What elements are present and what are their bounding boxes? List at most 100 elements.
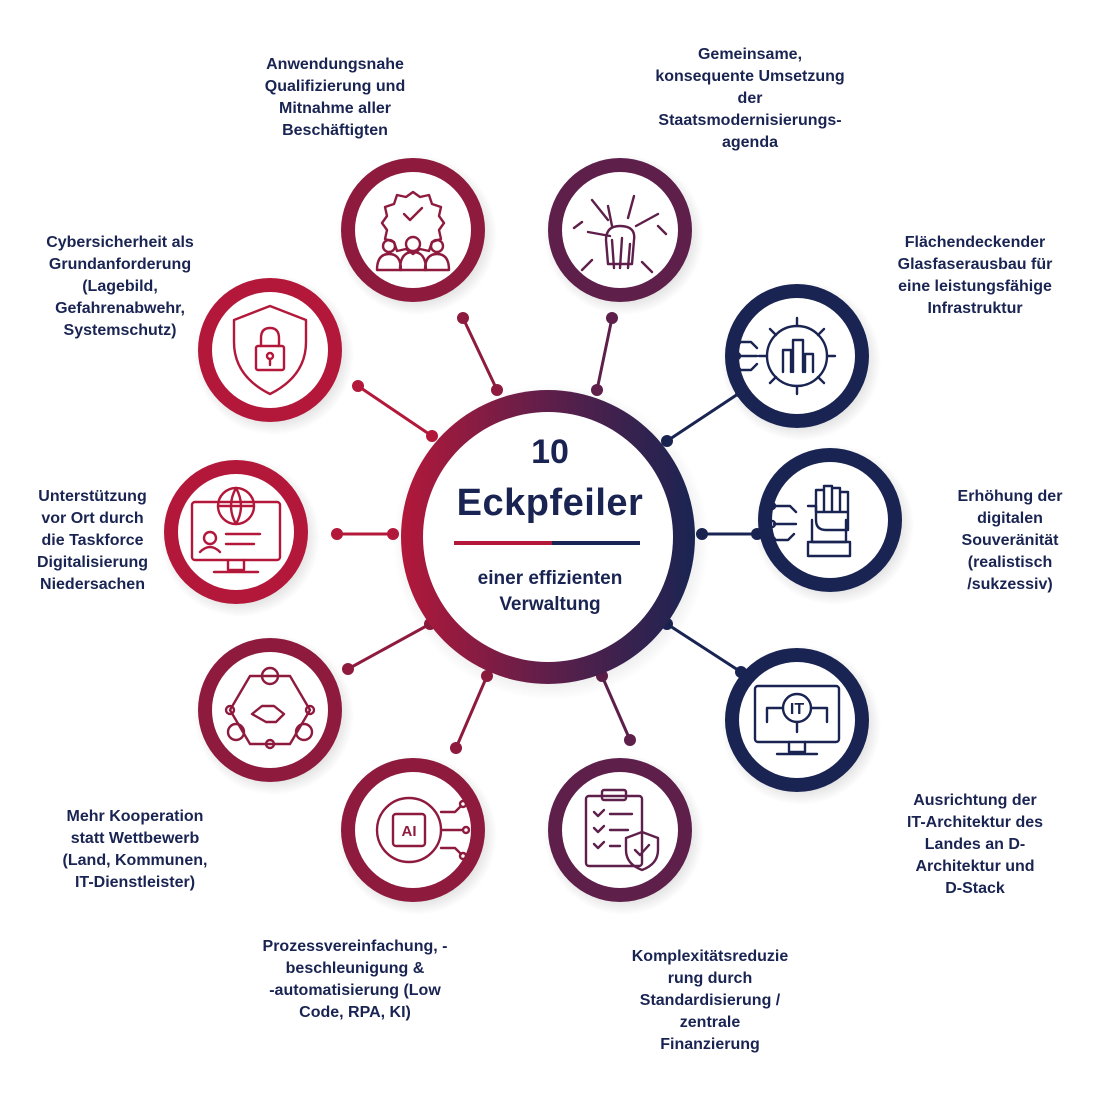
connector-dot xyxy=(352,380,364,392)
shield-lock-icon xyxy=(232,304,308,396)
pillar-label-line: eine leistungsfähige xyxy=(898,278,1052,295)
pillar-circle-souveraenitaet xyxy=(754,445,914,605)
connector-dot xyxy=(450,742,462,754)
connector-line xyxy=(666,390,742,443)
pillar-label-kooperation: Mehr Kooperation statt Wettbewerb (Land, K… xyxy=(40,806,230,894)
pillar-label-line: Souveränität xyxy=(961,532,1059,549)
pillar-label-line: Cybersicherheit als xyxy=(46,234,194,251)
pillar-label-line: konsequente Umsetzung xyxy=(655,68,845,85)
connector-dot xyxy=(331,528,343,540)
raised-fist-icon xyxy=(767,484,852,558)
center-subtitle: einer effizienten Verwaltung xyxy=(440,566,660,618)
pillar-label-line: Mehr Kooperation xyxy=(66,808,204,825)
pillar-circle-komplexitaet xyxy=(544,755,704,915)
pillar-label-line: Anwendungsnahe xyxy=(266,56,404,73)
pillar-label-line: digitalen xyxy=(977,510,1043,527)
pillar-circle-staatsmodernisierung xyxy=(544,155,704,315)
pillar-label-line: Prozessvereinfachung, - xyxy=(262,938,448,955)
pillar-label-line: (Land, Kommunen, xyxy=(62,852,208,869)
pillar-label-line: Gemeinsame, xyxy=(697,46,803,63)
pillar-label-line: Standardisierung / xyxy=(639,992,781,1009)
pillar-label-line: Unterstützung xyxy=(38,488,147,505)
pillar-label-line: Mitnahme aller xyxy=(278,100,392,117)
pillar-label-line: der xyxy=(737,90,763,107)
gear-city-icon xyxy=(732,316,837,396)
satellite-circles: IT AI xyxy=(160,155,914,915)
pillar-label-line: Architektur und xyxy=(915,858,1035,875)
center-circle xyxy=(393,384,709,700)
pillar-label-line: Systemschutz) xyxy=(63,322,177,339)
pillar-label-line: Qualifizierung und xyxy=(264,78,406,95)
pillar-label-line: rung durch xyxy=(667,970,753,987)
connector-dot xyxy=(342,663,354,675)
pillar-label-line: beschleunigung & xyxy=(285,960,425,977)
pillar-label-line: (realistisch xyxy=(967,554,1053,571)
pillar-label-line: -automatisierung (Low xyxy=(269,982,441,999)
pillar-label-line: IT-Dienstleister) xyxy=(74,874,196,891)
connector-line xyxy=(357,384,433,438)
pillar-label-line: zentrale xyxy=(679,1014,741,1031)
pillar-label-prozess: Prozessvereinfachung, - beschleunigung & -… xyxy=(235,936,475,1024)
pillar-label-line: Niedersachen xyxy=(40,576,145,593)
pillar-label-line: Grundanforderung xyxy=(48,256,192,273)
pillar-label-line: die Taskforce xyxy=(41,532,144,549)
pillar-label-line: Landes an D- xyxy=(924,836,1026,853)
ai-chip-gear-icon: AI xyxy=(375,796,471,864)
pillar-label-line: Code, RPA, KI) xyxy=(299,1004,411,1021)
pillar-label-line: /sukzessiv) xyxy=(967,576,1053,593)
checklist-shield-icon xyxy=(584,788,660,872)
center-number: 10 xyxy=(531,433,569,471)
pillar-circle-it-architektur: IT xyxy=(721,645,881,805)
pillar-label-line: statt Wettbewerb xyxy=(70,830,200,847)
connector-dot xyxy=(606,312,618,324)
pillar-circle-cybersicherheit xyxy=(194,275,354,435)
pillar-label-line: Erhöhung der xyxy=(957,488,1063,505)
pillar-label-line: Glasfaserausbau für xyxy=(897,256,1053,273)
pillar-label-line: Staatsmodernisierungs- xyxy=(658,112,842,129)
center-title: Eckpfeiler xyxy=(456,482,644,524)
pillar-label-line: vor Ort durch xyxy=(41,510,144,527)
pillar-circle-kooperation xyxy=(194,635,354,795)
pillar-label-line: Flächendeckender xyxy=(904,234,1046,251)
svg-text:AI: AI xyxy=(402,823,417,840)
pillar-circle-prozess: AI xyxy=(337,755,497,915)
network-handshake-icon xyxy=(224,666,316,750)
pillar-circle-taskforce xyxy=(160,457,320,617)
center-subtitle-line: Verwaltung xyxy=(499,594,601,615)
connector-dot xyxy=(624,734,636,746)
pillar-label-line: Infrastruktur xyxy=(927,300,1023,317)
hands-together-icon xyxy=(572,194,668,274)
center-subtitle-line: einer effizienten xyxy=(477,568,623,589)
pillar-label-line: (Lagebild, xyxy=(82,278,158,295)
pillar-label-line: D-Stack xyxy=(945,880,1005,897)
pillar-label-line: Finanzierung xyxy=(660,1036,760,1053)
badge-team-icon xyxy=(375,190,451,272)
pillar-label-line: Beschäftigten xyxy=(282,122,388,139)
pillar-label-line: IT-Architektur des xyxy=(906,814,1044,831)
pillar-label-line: Ausrichtung der xyxy=(913,792,1037,809)
pillar-circle-glasfaser xyxy=(721,281,881,441)
pillar-label-line: Gefahrenabwehr, xyxy=(55,300,185,317)
globe-monitor-icon xyxy=(190,486,282,574)
connector-line xyxy=(347,622,431,671)
connector-dot xyxy=(457,312,469,324)
pillar-label-line: agenda xyxy=(721,134,778,151)
connector-line xyxy=(595,317,614,391)
connector-line xyxy=(454,675,489,749)
pillar-label-line: Digitalisierung xyxy=(36,554,149,571)
pillar-circle-qualifizierung xyxy=(337,155,497,315)
svg-text:IT: IT xyxy=(790,701,804,718)
connector-line xyxy=(461,317,499,391)
it-monitor-icon: IT xyxy=(753,684,841,756)
pillar-label-line: Komplexitätsreduzie xyxy=(631,948,789,965)
